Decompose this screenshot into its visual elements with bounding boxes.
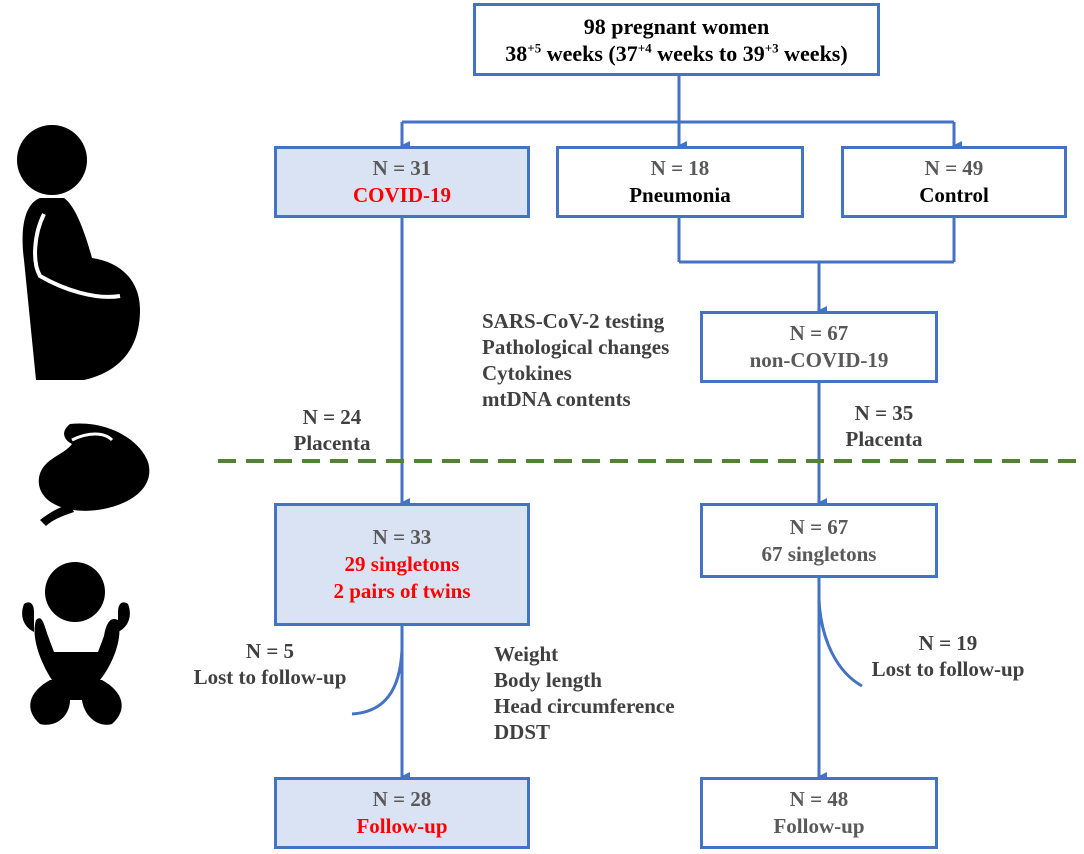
- placenta-right-n: N = 35: [854, 401, 914, 425]
- placenta-right-text: Placenta: [845, 427, 923, 451]
- box-neonates-covid: N = 33 29 singletons 2 pairs of twins: [274, 503, 530, 626]
- box-pregnant-women: 98 pregnant women 38+5 weeks (37+4 weeks…: [473, 3, 880, 76]
- pneumonia-group-n: N = 18: [650, 156, 710, 180]
- followup-covid-n: N = 28: [372, 787, 432, 811]
- followup-measure-item: Weight: [494, 642, 559, 666]
- covid-group-n: N = 31: [372, 156, 432, 180]
- lost-curve-left: [351, 649, 404, 716]
- pregnant-women-count: 98 pregnant women: [583, 13, 770, 39]
- gestational-age: 38+5 weeks (37+4 weeks to 39+3 weeks): [505, 40, 847, 67]
- followup-measure-item: Body length: [494, 668, 602, 692]
- lost-left-label: N = 5 Lost to follow-up: [184, 638, 356, 690]
- lost-right-label: N = 19 Lost to follow-up: [862, 630, 1034, 682]
- gestational-age-median-days: +5: [527, 40, 542, 56]
- box-non-covid-19: N = 67 non-COVID-19: [700, 311, 938, 383]
- control-group-n: N = 49: [924, 156, 984, 180]
- lost-left-n: N = 5: [245, 639, 295, 663]
- gestational-age-range-start-days: +4: [637, 40, 652, 56]
- placenta-left-text: Placenta: [293, 431, 371, 455]
- placenta-left-label: N = 24 Placenta: [282, 404, 382, 456]
- fetus-icon: [38, 423, 150, 526]
- gestational-age-range-end-days: +3: [764, 40, 779, 56]
- pregnant-woman-icon: [17, 125, 140, 380]
- non-covid-label: non-COVID-19: [749, 348, 889, 372]
- pneumonia-group-label: Pneumonia: [629, 183, 731, 207]
- lost-left-text: Lost to follow-up: [193, 665, 347, 689]
- gestational-age-range-end: weeks to 39: [651, 40, 765, 66]
- non-covid-n: N = 67: [789, 321, 849, 345]
- placenta-test-item: Cytokines: [482, 361, 572, 385]
- box-followup-non-covid: N = 48 Follow-up: [700, 777, 938, 849]
- followup-measure-item: DDST: [494, 720, 551, 744]
- placenta-test-item: SARS-CoV-2 testing: [482, 309, 665, 333]
- lost-right-text: Lost to follow-up: [871, 657, 1025, 681]
- placenta-test-item: mtDNA contents: [482, 387, 631, 411]
- placenta-left-n: N = 24: [302, 405, 362, 429]
- box-followup-covid: N = 28 Follow-up: [274, 777, 530, 849]
- placenta-right-label: N = 35 Placenta: [834, 400, 934, 452]
- gestational-age-range-start: weeks (37: [541, 40, 638, 66]
- neonates-covid-twins: 2 pairs of twins: [333, 579, 471, 603]
- followup-non-covid-label: Follow-up: [773, 814, 865, 838]
- covid-group-label: COVID-19: [353, 183, 451, 207]
- box-neonates-non-covid: N = 67 67 singletons: [700, 503, 938, 578]
- infant-icon: [22, 562, 130, 725]
- gestational-age-median: 38: [505, 40, 528, 66]
- neonates-non-covid-singletons: 67 singletons: [761, 541, 877, 566]
- followup-covid-label: Follow-up: [356, 814, 448, 838]
- neonates-non-covid-n: N = 67: [789, 514, 849, 539]
- followup-measures-list: Weight Body length Head circumference DD…: [494, 641, 675, 745]
- neonates-covid-singletons: 29 singletons: [344, 552, 460, 576]
- followup-measure-item: Head circumference: [494, 694, 675, 718]
- neonates-covid-n: N = 33: [372, 525, 432, 549]
- control-group-label: Control: [919, 183, 989, 207]
- gestational-age-unit: weeks): [778, 40, 848, 66]
- lost-curve-right: [817, 599, 863, 688]
- placenta-tests-list: SARS-CoV-2 testing Pathological changes …: [482, 308, 669, 412]
- box-pneumonia: N = 18 Pneumonia: [556, 146, 804, 218]
- placenta-test-item: Pathological changes: [482, 335, 670, 359]
- box-control: N = 49 Control: [841, 146, 1067, 218]
- lost-right-n: N = 19: [918, 631, 978, 655]
- followup-non-covid-n: N = 48: [789, 787, 849, 811]
- box-covid-19: N = 31 COVID-19: [274, 146, 530, 218]
